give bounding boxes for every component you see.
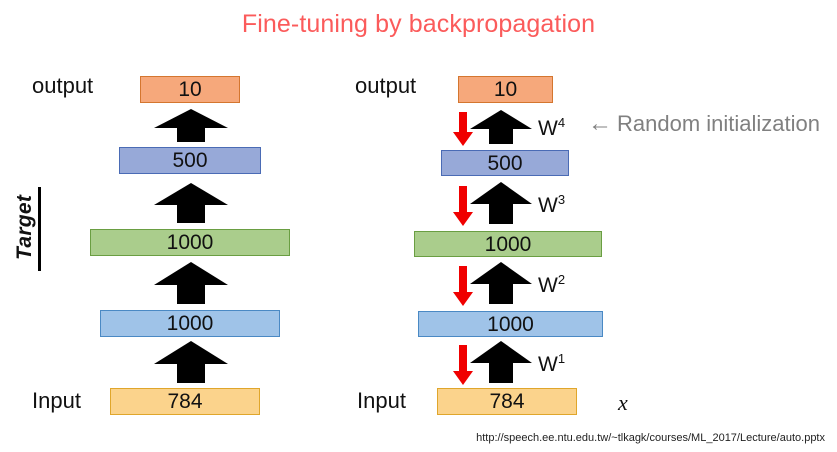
- left-output-label: output: [32, 73, 94, 98]
- target-label-text: Target: [13, 194, 36, 260]
- left-forward-arrow-1: [153, 341, 228, 383]
- source-url-footer: http://speech.ee.ntu.edu.tw/~tlkagk/cour…: [476, 432, 825, 444]
- left-arrow-icon: ←: [588, 110, 612, 137]
- weight-exponent-w2: 2: [557, 272, 566, 287]
- weight-base-w1: W: [538, 353, 558, 376]
- slide-title: Fine-tuning by backpropagation: [241, 10, 596, 38]
- right-backprop-arrow-2: [453, 266, 473, 306]
- right-forward-arrow-1: [470, 341, 532, 383]
- weight-label-w3: W3: [538, 192, 566, 217]
- left-forward-arrow-2: [153, 262, 228, 304]
- right-backprop-arrow-1: [453, 345, 473, 385]
- input-variable-x: x: [618, 390, 628, 415]
- right-layer-box-output-10: 10: [458, 76, 553, 103]
- weight-label-w4: W4: [538, 115, 566, 140]
- left-layer-box-output-10: 10: [140, 76, 240, 103]
- weight-exponent-w3: 3: [557, 192, 566, 207]
- right-layer-box-500: 500: [441, 150, 569, 176]
- left-input-label: Input: [32, 388, 81, 413]
- right-output-label: output: [355, 73, 417, 98]
- right-layer-box-1000-a: 1000: [414, 231, 602, 257]
- weight-base-w4: W: [538, 117, 558, 140]
- right-backprop-arrow-3: [453, 186, 473, 226]
- weight-label-w1: W1: [538, 351, 566, 376]
- random-initialization-annotation: ←Random initialization: [588, 112, 820, 136]
- weight-base-w2: W: [538, 274, 558, 297]
- right-layer-box-1000-b: 1000: [418, 311, 603, 337]
- target-underline-rule: [38, 187, 41, 271]
- random-initialization-text: Random initialization: [617, 111, 820, 136]
- right-layer-box-input-784: 784: [437, 388, 577, 415]
- weight-exponent-w4: 4: [557, 115, 566, 130]
- weight-label-w2: W2: [538, 272, 566, 297]
- left-forward-arrow-4: [153, 109, 228, 142]
- right-forward-arrow-4: [470, 110, 532, 144]
- weight-exponent-w1: 1: [557, 351, 566, 366]
- right-forward-arrow-2: [470, 262, 532, 304]
- weight-base-w3: W: [538, 194, 558, 217]
- left-layer-box-500: 500: [119, 147, 261, 174]
- right-input-label: Input: [357, 388, 406, 413]
- left-layer-box-input-784: 784: [110, 388, 260, 415]
- left-forward-arrow-3: [153, 183, 228, 223]
- left-layer-box-1000-b: 1000: [100, 310, 280, 337]
- right-forward-arrow-3: [470, 182, 532, 224]
- left-layer-box-1000-a: 1000: [90, 229, 290, 256]
- right-backprop-arrow-4: [453, 112, 473, 146]
